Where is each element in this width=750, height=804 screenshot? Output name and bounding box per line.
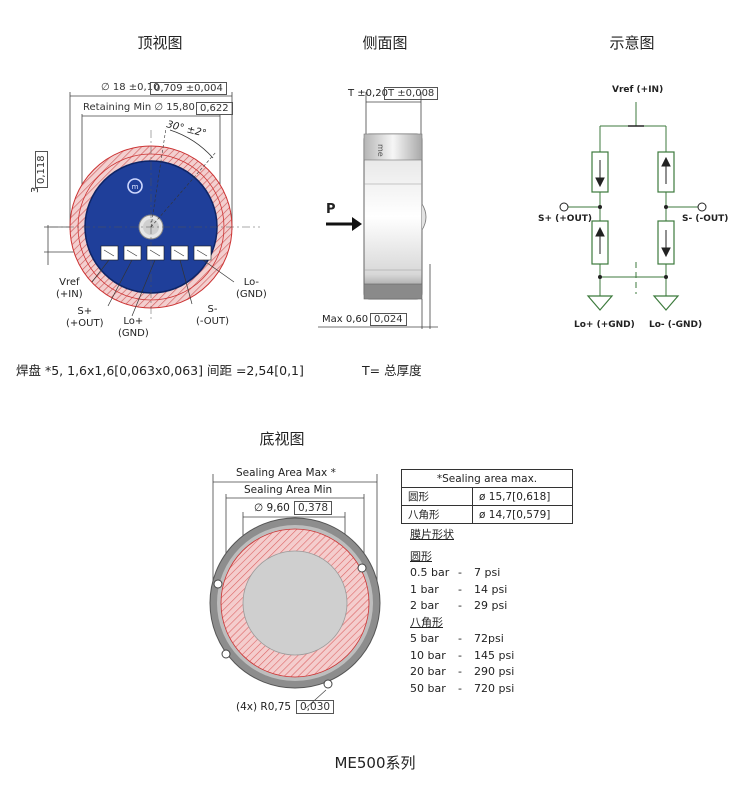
range-psi: 720 psi <box>474 681 515 695</box>
side-view-title: 侧面图 <box>362 34 408 52</box>
series-title: ME500系列 <box>334 754 416 772</box>
range-psi: 290 psi <box>474 665 515 678</box>
table-cell-shape: 八角形 <box>401 505 473 524</box>
table-row: 八角形 ø 14,7[0,579] <box>401 505 573 524</box>
top-view-title: 顶视图 <box>137 34 183 52</box>
pin-loplus-sub: (GND) <box>118 328 149 339</box>
range-psi: 145 psi <box>474 648 515 662</box>
pin-sminus: S- (-OUT) <box>196 304 229 328</box>
dim-t: T ±0,20 <box>348 88 388 99</box>
svg-text:m: m <box>132 183 139 191</box>
svg-text:me: me <box>376 144 385 157</box>
pin-vref-label: Vref <box>59 277 80 288</box>
membrane-list: 膜片形状 圆形 0.5 bar-7 psi 1 bar-14 psi 2 bar… <box>410 527 514 697</box>
range-bar: 50 bar <box>410 681 446 695</box>
dim-diameter: ∅ 18 ±0,10 <box>101 82 160 93</box>
list-item: 50 bar-720 psi <box>410 681 514 698</box>
sch-lominus: Lo- (-GND) <box>649 320 703 330</box>
dim-retaining-in: 0,622 <box>196 102 233 115</box>
list-item: 0.5 bar-7 psi <box>410 565 514 582</box>
table-row: 圆形 ø 15,7[0,618] <box>401 487 573 506</box>
dim-retaining: Retaining Min ∅ 15,80 <box>83 102 195 113</box>
sealing-table-header-row: *Sealing area max. <box>401 469 573 488</box>
pin-lominus-sub: (GND) <box>236 289 267 300</box>
range-psi: 7 psi <box>474 566 501 579</box>
sealing-max: Sealing Area Max * <box>236 467 336 479</box>
pin-splus-sub: (+OUT) <box>66 318 104 329</box>
range-bar: 0.5 bar <box>410 566 450 579</box>
sch-loplus: Lo+ (+GND) <box>574 320 635 330</box>
dim-radius: (4x) R0,75 <box>236 701 292 713</box>
range-bar: 20 bar <box>410 665 446 678</box>
membrane-octagon-label: 八角形 <box>410 615 443 629</box>
bottom-view-title: 底视图 <box>259 430 305 448</box>
schematic-title: 示意图 <box>609 34 655 52</box>
dim-offset-in: 0,118 <box>35 151 48 188</box>
sch-sminus: S- (-OUT) <box>682 214 729 224</box>
pin-loplus-label: Lo+ <box>123 316 144 327</box>
dim-radius-in: 0,030 <box>296 700 335 714</box>
range-psi: 29 psi <box>474 599 508 612</box>
side-view-drawing: me <box>318 92 438 329</box>
membrane-title: 膜片形状 <box>410 528 454 541</box>
pressure-label: P <box>326 202 336 217</box>
dim-t-in: T ±0,008 <box>384 87 439 100</box>
range-psi: 14 psi <box>474 582 508 596</box>
pad-note: 焊盘 *5, 1,6x1,6[0,063x0,063] 间距 =2,54[0,1… <box>16 363 304 378</box>
membrane-round-label: 圆形 <box>410 549 432 563</box>
pin-vref-sub: (+IN) <box>56 289 83 300</box>
dim-max-in: 0,024 <box>370 313 407 326</box>
pin-splus-label: S+ <box>77 306 93 317</box>
pin-lominus: Lo- (GND) <box>236 277 267 301</box>
range-bar: 5 bar <box>410 632 439 645</box>
list-item: 1 bar-14 psi <box>410 582 514 599</box>
sch-splus: S+ (+OUT) <box>538 214 593 224</box>
list-item: 2 bar-29 psi <box>410 598 514 615</box>
pin-lominus-label: Lo- <box>243 277 260 288</box>
range-bar: 2 bar <box>410 599 439 612</box>
pin-sminus-sub: (-OUT) <box>196 316 229 327</box>
bottom-view-drawing <box>209 474 381 709</box>
list-item: 5 bar-72psi <box>410 631 514 648</box>
table-cell-shape: 圆形 <box>401 487 473 506</box>
list-item: 10 bar-145 psi <box>410 648 514 665</box>
pin-splus: S+ (+OUT) <box>66 306 103 330</box>
sealing-table: *Sealing area max. 圆形 ø 15,7[0,618] 八角形 … <box>401 469 573 524</box>
sch-vref: Vref (+IN) <box>612 85 664 95</box>
schematic-drawing <box>559 102 707 311</box>
range-bar: 10 bar <box>410 648 446 662</box>
dim-max: Max 0,60 <box>322 314 369 325</box>
dim-diameter-in: 0,709 ±0,004 <box>150 82 227 95</box>
range-bar: 1 bar <box>410 582 439 596</box>
dim-inner: ∅ 9,60 <box>254 502 290 514</box>
thickness-note: T= 总厚度 <box>362 363 422 378</box>
table-cell-value: ø 15,7[0,618] <box>472 487 573 506</box>
pin-vref: Vref (+IN) <box>56 277 83 301</box>
pin-loplus: Lo+ (GND) <box>118 316 149 340</box>
range-psi: 72psi <box>474 632 504 645</box>
pin-sminus-label: S- <box>207 304 218 315</box>
sealing-min: Sealing Area Min <box>244 484 333 496</box>
list-item: 20 bar-290 psi <box>410 664 514 681</box>
sealing-table-header: *Sealing area max. <box>401 469 573 488</box>
top-view-drawing: m <box>44 92 260 320</box>
dim-inner-in: 0,378 <box>294 501 333 515</box>
table-cell-value: ø 14,7[0,579] <box>472 505 573 524</box>
